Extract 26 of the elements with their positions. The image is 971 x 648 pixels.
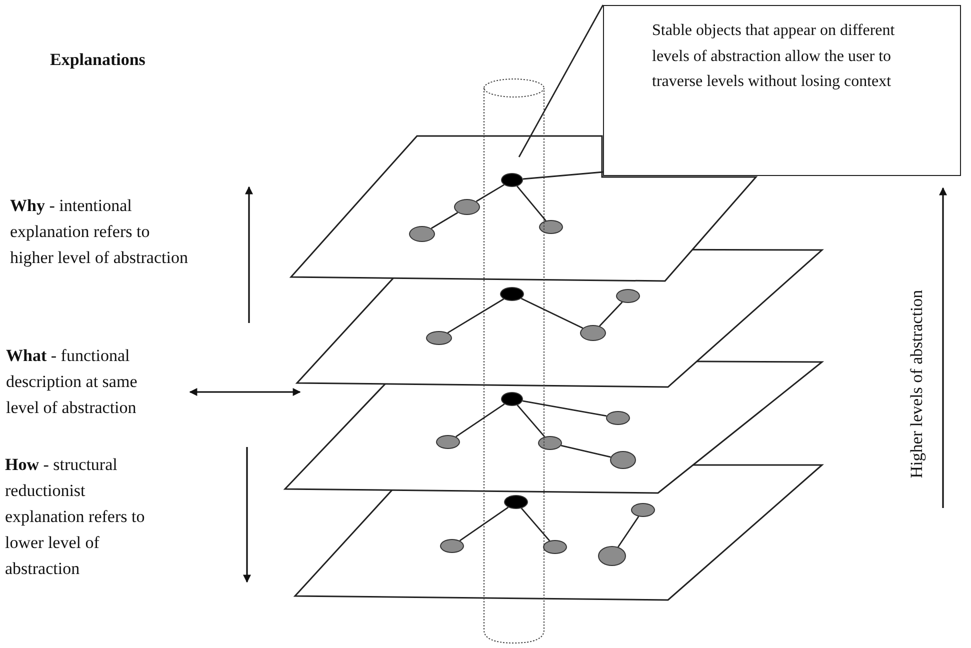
abstraction-plane [285, 360, 822, 493]
explanation-text: What - functional description at same level of abstraction [6, 345, 138, 419]
abstraction-plane [291, 136, 756, 281]
link-line [522, 400, 607, 417]
link-line [430, 212, 458, 229]
link-line [618, 516, 640, 548]
abstraction-plane [297, 249, 822, 387]
leader-line [522, 171, 604, 180]
abstraction-plane [295, 465, 822, 600]
axis-label: Higher levels of abstraction [907, 288, 927, 480]
link-line [459, 506, 509, 542]
callout-text: Stable objects that appear on different levels of abstraction allow the user to traverse levels without losing context [652, 21, 896, 92]
link-line [456, 404, 505, 438]
callout-box [603, 5, 961, 176]
explanation-text: Why - intentional explanation refers to higher level of abstraction [10, 195, 189, 269]
leader-line [518, 4, 604, 158]
explanation-text: How - structural reductionist explanation refers to lower level of abstraction [5, 454, 146, 580]
link-line [520, 508, 550, 542]
section-heading: Explanations [50, 50, 146, 70]
link-line [560, 444, 611, 458]
link-line [599, 302, 623, 327]
link-line [516, 404, 546, 438]
link-line [476, 184, 504, 202]
link-line [447, 298, 504, 334]
link-line [521, 298, 584, 329]
link-line [516, 186, 546, 222]
